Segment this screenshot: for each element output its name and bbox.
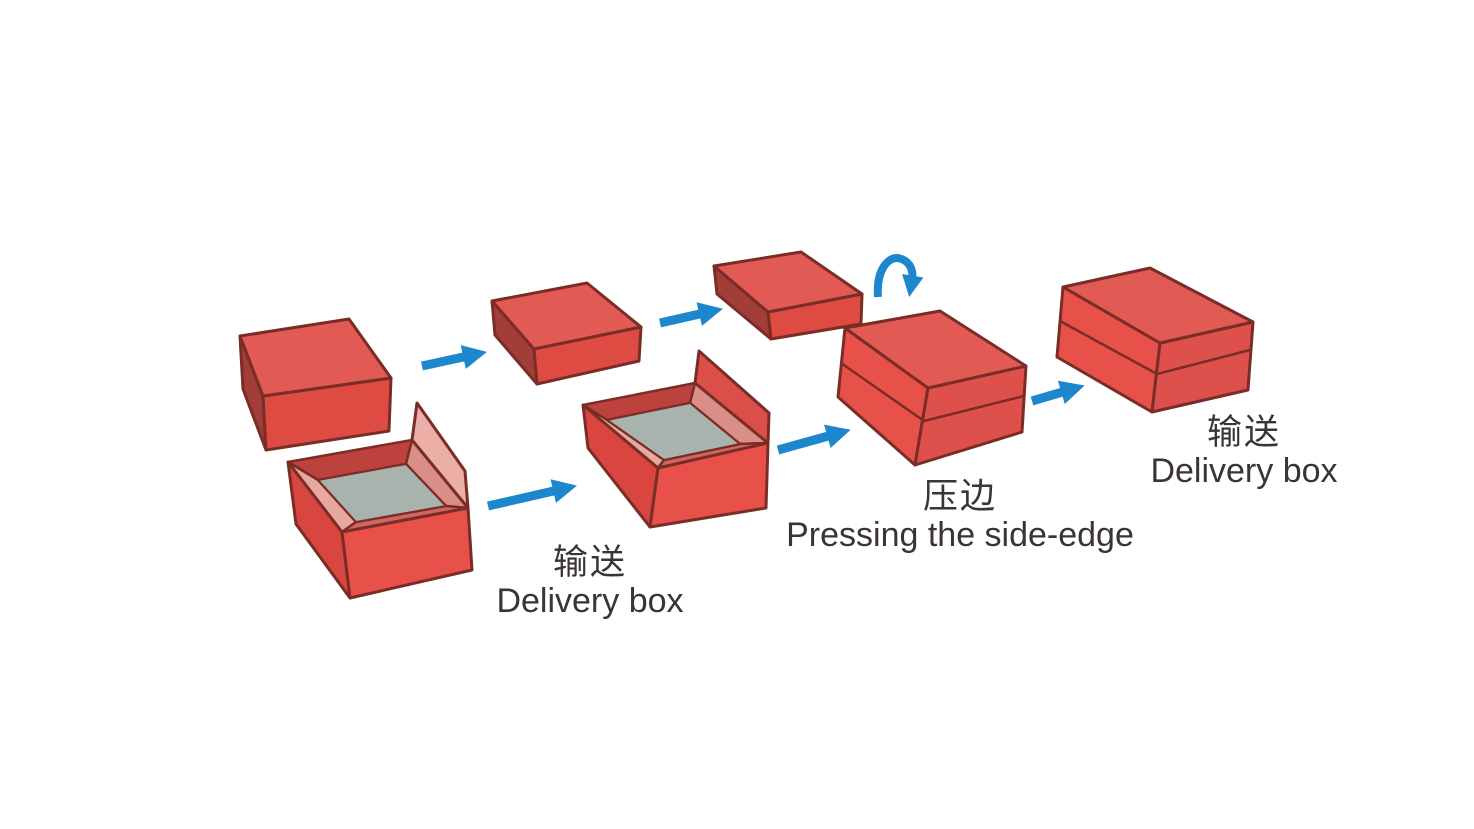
label-delivery-2-zh: 输送	[1206, 413, 1281, 452]
label-pressing-en: Pressing the side-edge	[786, 516, 1134, 555]
label-pressing-zh: 压边	[922, 477, 997, 516]
flow-arrow-1	[421, 345, 487, 371]
label-delivery-2-en: Delivery box	[1150, 452, 1338, 491]
lid-box-3	[712, 250, 864, 341]
lid1-top-face	[238, 317, 393, 398]
closedbox2-lid-seam	[1059, 319, 1251, 376]
label-delivery-2: 输送 Delivery box	[1088, 412, 1400, 491]
flow-arrow-5	[1030, 380, 1085, 406]
label-pressing: 压边 Pressing the side-edge	[770, 476, 1150, 555]
label-delivery-1-en: Delivery box	[496, 582, 684, 621]
tray1-side-flap	[410, 401, 470, 510]
closed-box-pressing	[836, 309, 1028, 467]
lid3-top-face	[712, 250, 864, 314]
closedbox1-top-face	[843, 309, 1028, 390]
tray2-front-right-wall	[648, 441, 770, 529]
lid-box-2	[490, 281, 643, 386]
rotate-arrow-icon	[873, 254, 924, 298]
flow-arrow-3	[486, 479, 577, 511]
tray2-side-flap	[693, 349, 771, 445]
label-delivery-1: 输送 Delivery box	[430, 542, 750, 621]
closed-box-delivery	[1055, 266, 1255, 414]
lid2-top-face	[490, 281, 643, 351]
closedbox2-top-face	[1061, 266, 1255, 345]
flow-arrow-2	[659, 302, 723, 328]
open-tray-2	[581, 349, 771, 529]
open-tray-1	[286, 401, 474, 600]
flow-arrow-4	[776, 424, 851, 455]
tray1-floor	[317, 463, 447, 523]
label-delivery-1-zh: 输送	[552, 543, 627, 582]
tray1-front-right-wall	[340, 506, 474, 600]
closedbox1-lid-seam	[840, 361, 1025, 423]
lid-box-1	[238, 317, 393, 452]
tray2-floor	[606, 402, 741, 461]
